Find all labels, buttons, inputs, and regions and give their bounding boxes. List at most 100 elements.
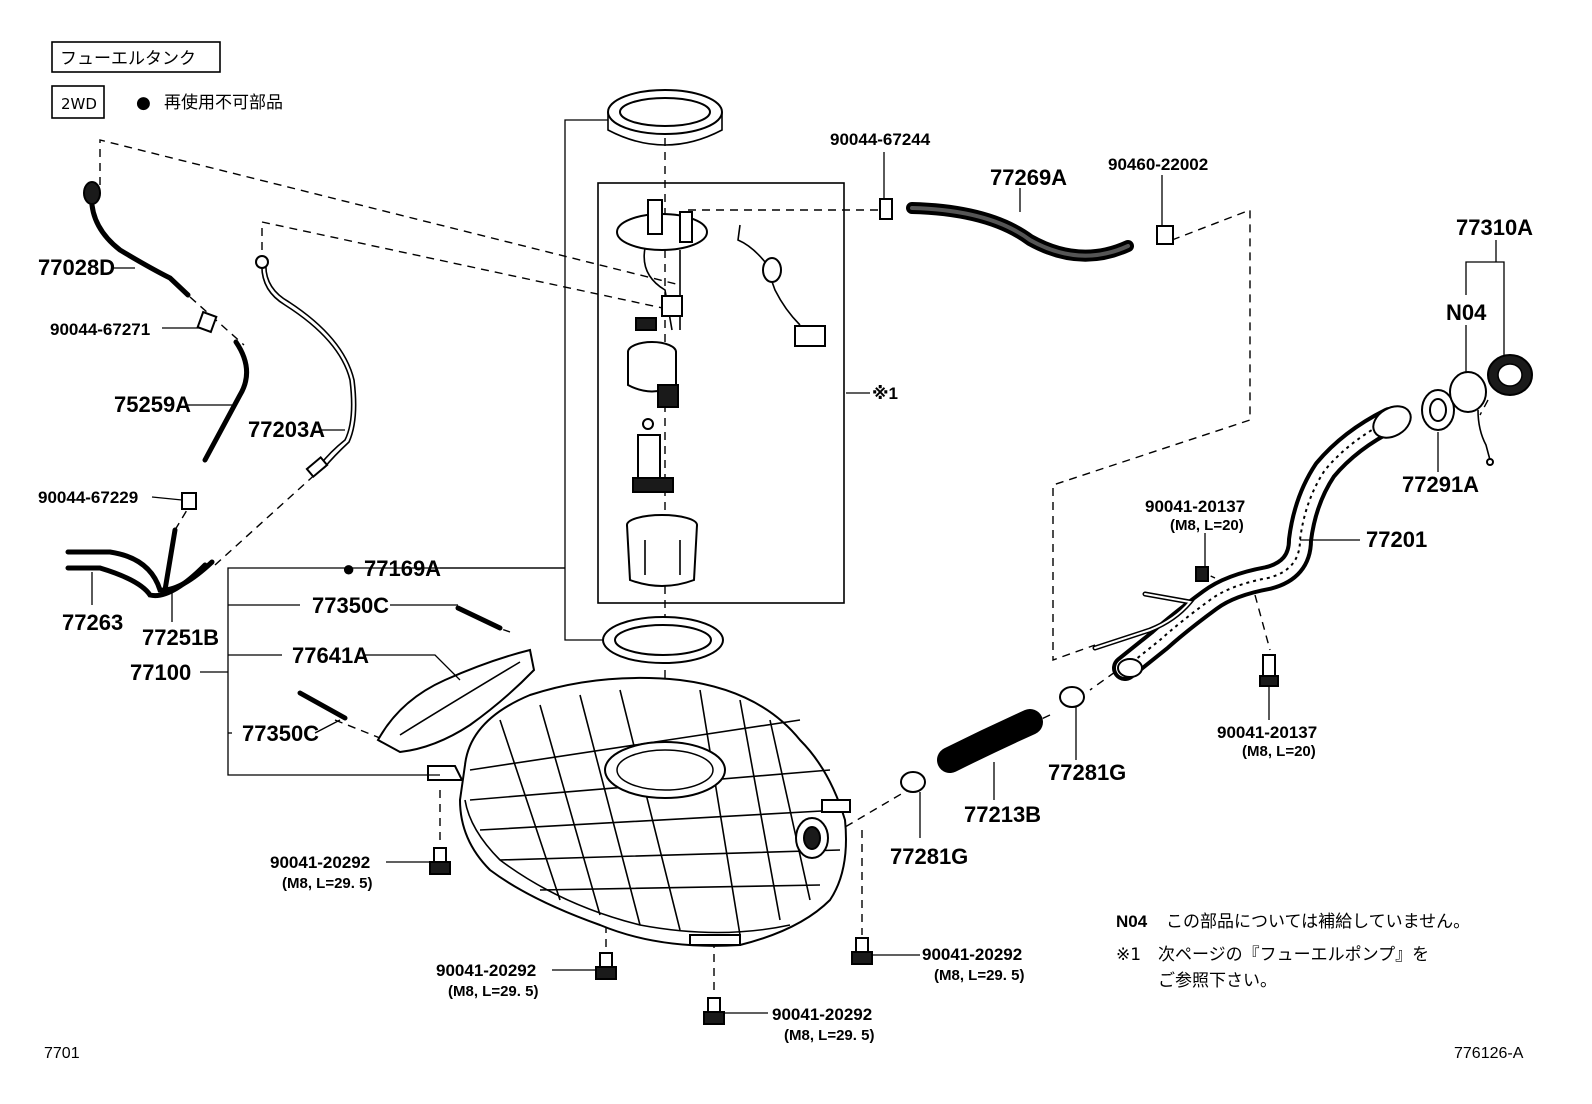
filler-ring-77291a-inner — [1429, 398, 1447, 422]
guide-hose-top — [189, 296, 245, 346]
variant-box — [51, 85, 105, 119]
pump-outlet — [647, 199, 663, 235]
hose-77269a-core — [910, 206, 1130, 258]
pump-lock-ring-side — [607, 112, 723, 146]
label-ref1: ※1 — [872, 384, 898, 403]
spec-90041-20292-d: (M8, L=29. 5) — [784, 1027, 874, 1044]
label-77169a-marker: ● — [342, 556, 355, 581]
label-90041-20292-a: 90041-20292 — [270, 853, 370, 872]
cap-tether-end — [1486, 458, 1494, 466]
spec-90041-20292-c: (M8, L=29. 5) — [934, 967, 1024, 984]
tube-77203a-fitting — [255, 255, 269, 269]
tube-77203a — [261, 261, 353, 466]
label-77263: 77263 — [62, 610, 123, 635]
tube-77203a-edge — [265, 261, 357, 469]
leader-77310a — [1465, 240, 1505, 355]
hose-77213b — [937, 709, 1043, 773]
label-77310a: 77310A — [1456, 215, 1533, 240]
title-box — [51, 41, 221, 73]
guide-77203a — [261, 221, 673, 311]
breather-tube-end — [83, 181, 101, 205]
spec-90041-20292-a: (M8, L=29. 5) — [282, 875, 372, 892]
label-75259a: 75259A — [114, 392, 191, 417]
bolt-90041-20292-a-head — [429, 861, 451, 875]
pump-assembly — [564, 89, 845, 664]
pump-regulator — [657, 384, 679, 408]
bolt-90041-20292-b-head — [595, 966, 617, 980]
clamp-90044-67271 — [196, 310, 218, 334]
footer-left-code: 7701 — [44, 1045, 80, 1062]
label-77201: 77201 — [1366, 527, 1427, 552]
spec-90041-20292-b: (M8, L=29. 5) — [448, 983, 538, 1000]
leader-90044-67229 — [151, 496, 183, 501]
legend-text: 再使用不可部品 — [164, 92, 283, 113]
label-90044-67244: 90044-67244 — [830, 130, 931, 149]
hose-77269a-group — [879, 198, 1174, 262]
label-77350c-top: 77350C — [312, 593, 389, 618]
tube-77203a-nut — [305, 455, 329, 479]
notes: N04 この部品については補給していません。 ※1 次ページの『フューエルポンプ… — [1116, 912, 1470, 991]
label-77213b: 77213B — [964, 802, 1041, 827]
tank-mount-right — [821, 799, 851, 813]
guide-filler-clamp — [1089, 671, 1116, 691]
tank-inlet-hole — [803, 826, 821, 850]
leaders — [91, 152, 1505, 1014]
filler-group — [1092, 354, 1533, 681]
label-77291a: 77291A — [1402, 472, 1479, 497]
label-77281g-left: 77281G — [890, 844, 968, 869]
part-labels: 77028D 90044-67271 75259A 77203A 90044-6… — [38, 130, 1533, 1044]
pump-case — [626, 524, 698, 587]
label-77169a: 77169A — [364, 556, 441, 581]
pump-connector — [661, 295, 683, 317]
cap-tether — [1477, 409, 1491, 461]
filler-pipe-77201-hatch — [1124, 419, 1391, 669]
pump-ring-bracket — [564, 119, 608, 641]
bolt-90041-20292-d-head — [703, 1011, 725, 1025]
spec-90041-20137-top: (M8, L=20) — [1170, 517, 1244, 534]
sender-plug — [794, 325, 826, 347]
pump-bracket-rod — [643, 247, 673, 331]
label-77281g-right: 77281G — [1048, 760, 1126, 785]
label-90041-20292-b: 90041-20292 — [436, 961, 536, 980]
guide-77350c-b — [334, 719, 386, 741]
label-90041-20137-bottom: 90041-20137 — [1217, 723, 1317, 742]
note-ref-line1: 次ページの『フューエルポンプ』を — [1158, 945, 1429, 965]
filler-neck — [1372, 405, 1412, 439]
pump-lock-ring-inner — [619, 97, 711, 127]
pump-vent — [679, 211, 693, 243]
label-90044-67229: 90044-67229 — [38, 488, 138, 507]
footer: 7701 776126-A — [44, 1045, 1524, 1062]
guide-breather — [1052, 208, 1251, 661]
label-77269a: 77269A — [990, 165, 1067, 190]
clip-90460-22002 — [1156, 225, 1174, 245]
variant-badge: 2WD — [61, 95, 97, 113]
breather-tube-77028d — [89, 187, 191, 298]
left-lines — [65, 181, 357, 599]
pump-gasket-inner — [614, 624, 712, 656]
pump-oring — [642, 418, 654, 430]
tank-flange — [464, 799, 791, 934]
pin-77350c-top — [455, 605, 503, 631]
filler-outlet — [1117, 658, 1143, 678]
pump-grommet — [635, 317, 657, 331]
leader-77350c-bottom — [314, 719, 341, 734]
clamp-77281g-left — [900, 771, 926, 793]
label-90041-20137-top: 90041-20137 — [1145, 497, 1245, 516]
header: フューエルタンク 2WD ● 再使用不可部品 — [51, 41, 283, 119]
note-ref-line2: ご参照下さい。 — [1158, 971, 1277, 991]
guide-hose-bottom — [174, 504, 191, 531]
group-bracket-77100 — [200, 567, 565, 776]
guide-hose-clamp — [1034, 714, 1051, 723]
note-n04-key: N04 — [1116, 912, 1148, 931]
legend-symbol: ● — [136, 93, 151, 113]
guide-77203a-end — [214, 469, 321, 566]
label-n04: N04 — [1446, 300, 1487, 325]
heat-protector-rib — [399, 661, 521, 736]
label-77251b: 77251B — [142, 625, 219, 650]
page-title: フューエルタンク — [60, 49, 196, 69]
filler-breather-core — [1094, 593, 1192, 649]
clamp-77281g-right — [1059, 686, 1085, 708]
label-90041-20292-c: 90041-20292 — [922, 945, 1022, 964]
